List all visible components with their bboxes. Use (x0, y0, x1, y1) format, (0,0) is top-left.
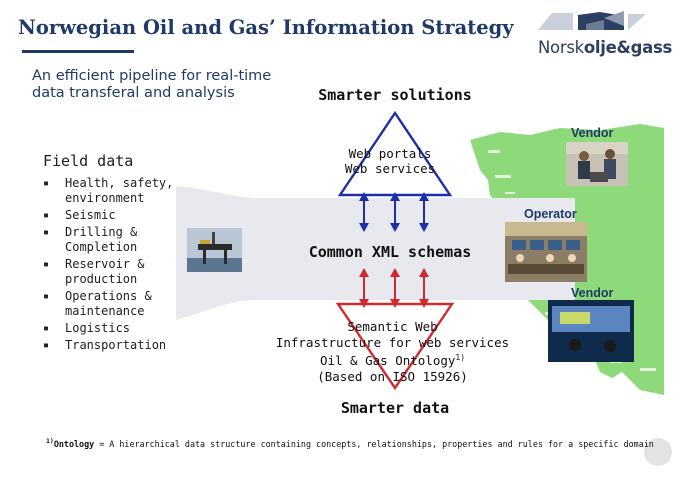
field-data-list: Health, safety, environment Seismic Dril… (43, 176, 183, 355)
logo-bold: olje&gass (583, 38, 672, 57)
list-item: Transportation (43, 338, 183, 353)
bottom-arrows (359, 268, 429, 308)
vendor-photo-top (566, 142, 628, 186)
decorative-circle (644, 438, 672, 466)
common-xml-schemas-label: Common XML schemas (308, 243, 472, 261)
footnote-text: = A hierarchical data structure containi… (94, 439, 654, 449)
vendor-label-bottom: Vendor (571, 286, 614, 300)
operator-photo (505, 222, 587, 282)
footnote-marker: 1) (46, 437, 54, 445)
semantic-web-label: Semantic Web (347, 319, 438, 334)
semantic-web-block: Semantic Web Infrastructure for web serv… (270, 319, 515, 384)
footnote-term: Ontology (53, 439, 95, 449)
list-item: Logistics (43, 321, 183, 336)
logo-prefix: Norsk (538, 38, 584, 57)
web-services-label: Web services (344, 161, 436, 176)
norsk-olje-gass-logo: Norskolje&gass (538, 38, 672, 57)
top-arrows (359, 192, 429, 232)
vendor-label-top: Vendor (571, 126, 614, 140)
data-pipeline (176, 186, 575, 320)
offshore-platform-photo (187, 228, 242, 272)
web-portals-label: Web portals (348, 146, 432, 161)
list-item: Drilling & Completion (43, 225, 183, 255)
field-data-title: Field data (43, 152, 134, 170)
web-layer-label: Web portals Web services (330, 146, 450, 176)
ontology-text: Oil & Gas Ontology (319, 353, 456, 369)
page-title: Norwegian Oil and Gas’ Information Strat… (18, 16, 514, 39)
tagline: An efficient pipeline for real-time data… (32, 68, 272, 101)
title-underline (22, 50, 134, 53)
smarter-data-label: Smarter data (340, 399, 450, 417)
ontology-footnote-marker: 1) (455, 353, 466, 362)
norsk-olje-gass-logo-graphic (538, 11, 646, 30)
infrastructure-label: Infrastructure for web services (275, 334, 510, 350)
list-item: Reservoir & production (43, 257, 183, 287)
list-item: Seismic (43, 208, 183, 223)
list-item: Health, safety, environment (43, 176, 183, 206)
vendor-photo-bottom (548, 300, 634, 362)
smarter-solutions-label: Smarter solutions (318, 86, 472, 104)
footnote: 1)Ontology = A hierarchical data structu… (46, 437, 654, 449)
iso-label: (Based on ISO 15926) (317, 368, 468, 384)
ontology-label: Oil & Gas Ontology1) (270, 350, 515, 369)
operator-label: Operator (524, 207, 577, 221)
list-item: Operations & maintenance (43, 289, 183, 319)
